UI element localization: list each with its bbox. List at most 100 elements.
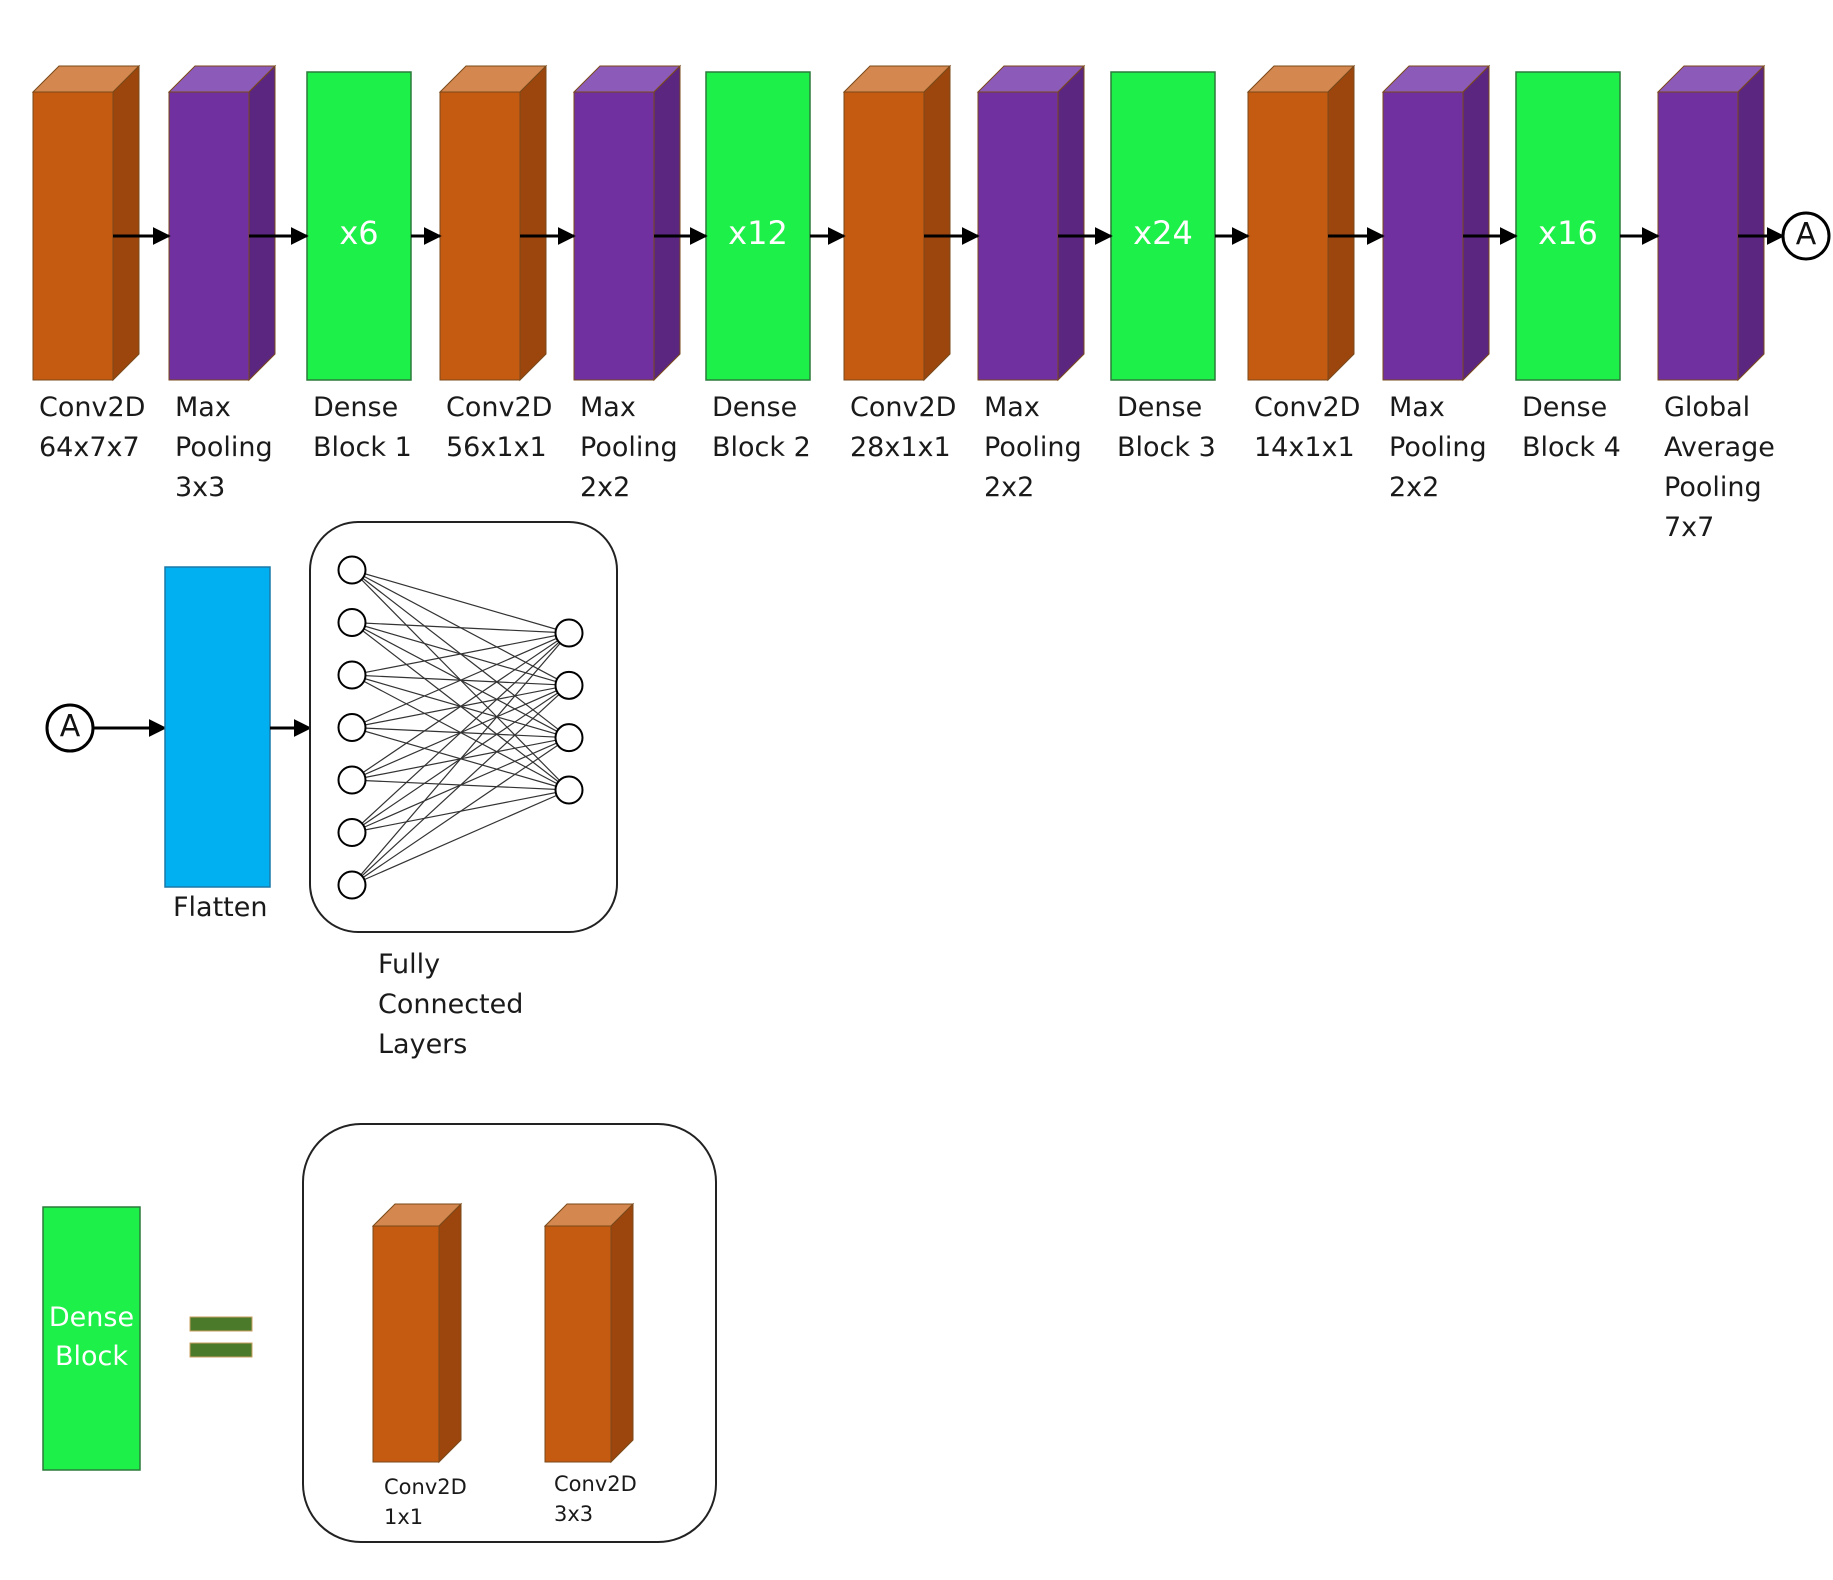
pipeline-block-1-label-line: Conv2D — [39, 392, 146, 423]
connector-a-in-label: A — [59, 709, 81, 744]
pipeline-block-13-label-line: Average — [1664, 432, 1775, 463]
pipeline-block-8-label-line: Max — [984, 392, 1040, 423]
fc-edge-7-3 — [351, 737, 570, 886]
pipeline-block-9-repeat: x24 — [1133, 214, 1193, 252]
fc-edge-7-2 — [351, 684, 570, 886]
dense-block-legend — [42, 1123, 717, 1543]
pipeline-block-9-label-line: Dense — [1117, 392, 1203, 423]
fc-input-node-1 — [337, 555, 367, 585]
pipeline-block-2-pool — [167, 64, 277, 382]
pipeline-block-11-pool-side — [1462, 64, 1490, 382]
legend-dense-block-label-line: Block — [54, 1341, 129, 1372]
pipeline-block-12-repeat: x16 — [1538, 214, 1598, 252]
legend-layer-2-front — [544, 1225, 612, 1463]
pipeline-block-7-conv-front — [843, 91, 925, 381]
fc-edge-6-1 — [351, 632, 570, 833]
pipeline-block-1-label: Conv2D 64x7x7 — [39, 388, 145, 468]
legend-layer-1-side — [438, 1202, 462, 1464]
pipeline-block-6-dense — [705, 71, 811, 381]
pipeline-block-4-label-line: 56x1x1 — [446, 432, 547, 463]
pipeline-block-11-label-line: 2x2 — [1389, 472, 1440, 503]
fc-label-line: Connected — [378, 989, 524, 1020]
pipeline-block-1-label-line: 64x7x7 — [39, 432, 140, 463]
fc-input-node-6 — [337, 818, 367, 847]
fc-input-node-4 — [337, 713, 367, 742]
legend-layer-2 — [543, 1202, 635, 1464]
fc-output-node-2 — [554, 670, 584, 700]
pipeline-block-10-label-line: 14x1x1 — [1254, 432, 1355, 463]
fc-output-node-1 — [554, 618, 584, 648]
pipeline-block-4-conv-front — [439, 91, 521, 381]
legend-layer-2-label-line: Conv2D — [554, 1472, 637, 1496]
pipeline-block-6-repeat: x12 — [728, 214, 788, 252]
pipeline-block-12-label-line: Block 4 — [1522, 432, 1621, 463]
pipeline-block-10-conv-front — [1247, 91, 1329, 381]
fc-label-line: Layers — [378, 1029, 468, 1060]
pipeline-block-2-label-line: Pooling — [175, 432, 273, 463]
pipeline-block-8-label-line: 2x2 — [984, 472, 1035, 503]
pipeline-block-4-conv — [438, 64, 548, 382]
fc-edge-7-4 — [351, 789, 570, 886]
connector-a-out-label: A — [1795, 217, 1817, 252]
fc-edge-3-1 — [351, 632, 570, 676]
pipeline-block-8-label-line: Pooling — [984, 432, 1082, 463]
classifier-head — [45, 521, 618, 933]
equals-sign-top — [189, 1316, 253, 1332]
fc-edge-4-1 — [351, 632, 570, 729]
pipeline-block-7-label-line: 28x1x1 — [850, 432, 951, 463]
fc-input-node-7 — [337, 870, 367, 900]
pipeline-block-3-label-line: Dense — [313, 392, 399, 423]
pipeline-block-13-pool — [1656, 64, 1766, 382]
pipeline-block-12-label-line: Dense — [1522, 392, 1608, 423]
legend-dense-block-label-line: Dense — [48, 1302, 135, 1333]
pipeline-block-11-label-line: Pooling — [1389, 432, 1487, 463]
pipeline-block-7-label-line: Conv2D — [850, 392, 957, 423]
fc-output-node-4 — [554, 775, 584, 805]
pipeline-block-5-label-line: Max — [580, 392, 636, 423]
pipeline-block-3-label-line: Block 1 — [313, 432, 412, 463]
equals-sign-bottom — [189, 1342, 253, 1358]
pipeline — [31, 64, 1766, 382]
pipeline-block-4-label-line: Conv2D — [446, 392, 553, 423]
pipeline-block-7-conv — [842, 64, 952, 382]
fc-edge-1-1 — [351, 569, 570, 634]
pipeline-block-13-label-line: Global — [1664, 392, 1751, 423]
pipeline-block-3-dense — [306, 71, 412, 381]
pipeline-block-11-label-line: Max — [1389, 392, 1445, 423]
legend-box — [302, 1123, 717, 1543]
pipeline-block-13-pool-side — [1737, 64, 1765, 382]
legend-layer-1-label-line: 1x1 — [384, 1505, 424, 1529]
pipeline-block-2-label-line: Max — [175, 392, 231, 423]
pipeline-block-12-dense — [1515, 71, 1621, 381]
pipeline-block-5-label-line: Pooling — [580, 432, 678, 463]
pipeline-block-5-label-line: 2x2 — [580, 472, 631, 503]
pipeline-block-9-label-line: Block 3 — [1117, 432, 1216, 463]
pipeline-block-11-pool — [1381, 64, 1491, 382]
pipeline-block-5-pool-front — [573, 91, 655, 381]
pipeline-block-9-dense — [1110, 71, 1216, 381]
legend-layer-1-front — [372, 1225, 440, 1463]
fc-edge-2-1 — [351, 621, 570, 634]
flatten-label: Flatten — [173, 892, 268, 923]
pipeline-block-2-pool-front — [168, 91, 250, 381]
pipeline-block-8-pool — [976, 64, 1086, 382]
legend-dense-block — [42, 1206, 141, 1471]
pipeline-block-1-conv-side — [112, 64, 140, 382]
fc-input-node-5 — [337, 765, 367, 795]
pipeline-block-8-pool-front — [977, 91, 1059, 381]
pipeline-block-4-conv-side — [519, 64, 547, 382]
flatten-block — [164, 566, 271, 888]
pipeline-block-13-label-line: Pooling — [1664, 472, 1762, 503]
fc-edge-5-1 — [351, 632, 570, 781]
pipeline-block-2-pool-side — [248, 64, 276, 382]
pipeline-block-4-label: Conv2D 56x1x1 — [446, 388, 552, 468]
